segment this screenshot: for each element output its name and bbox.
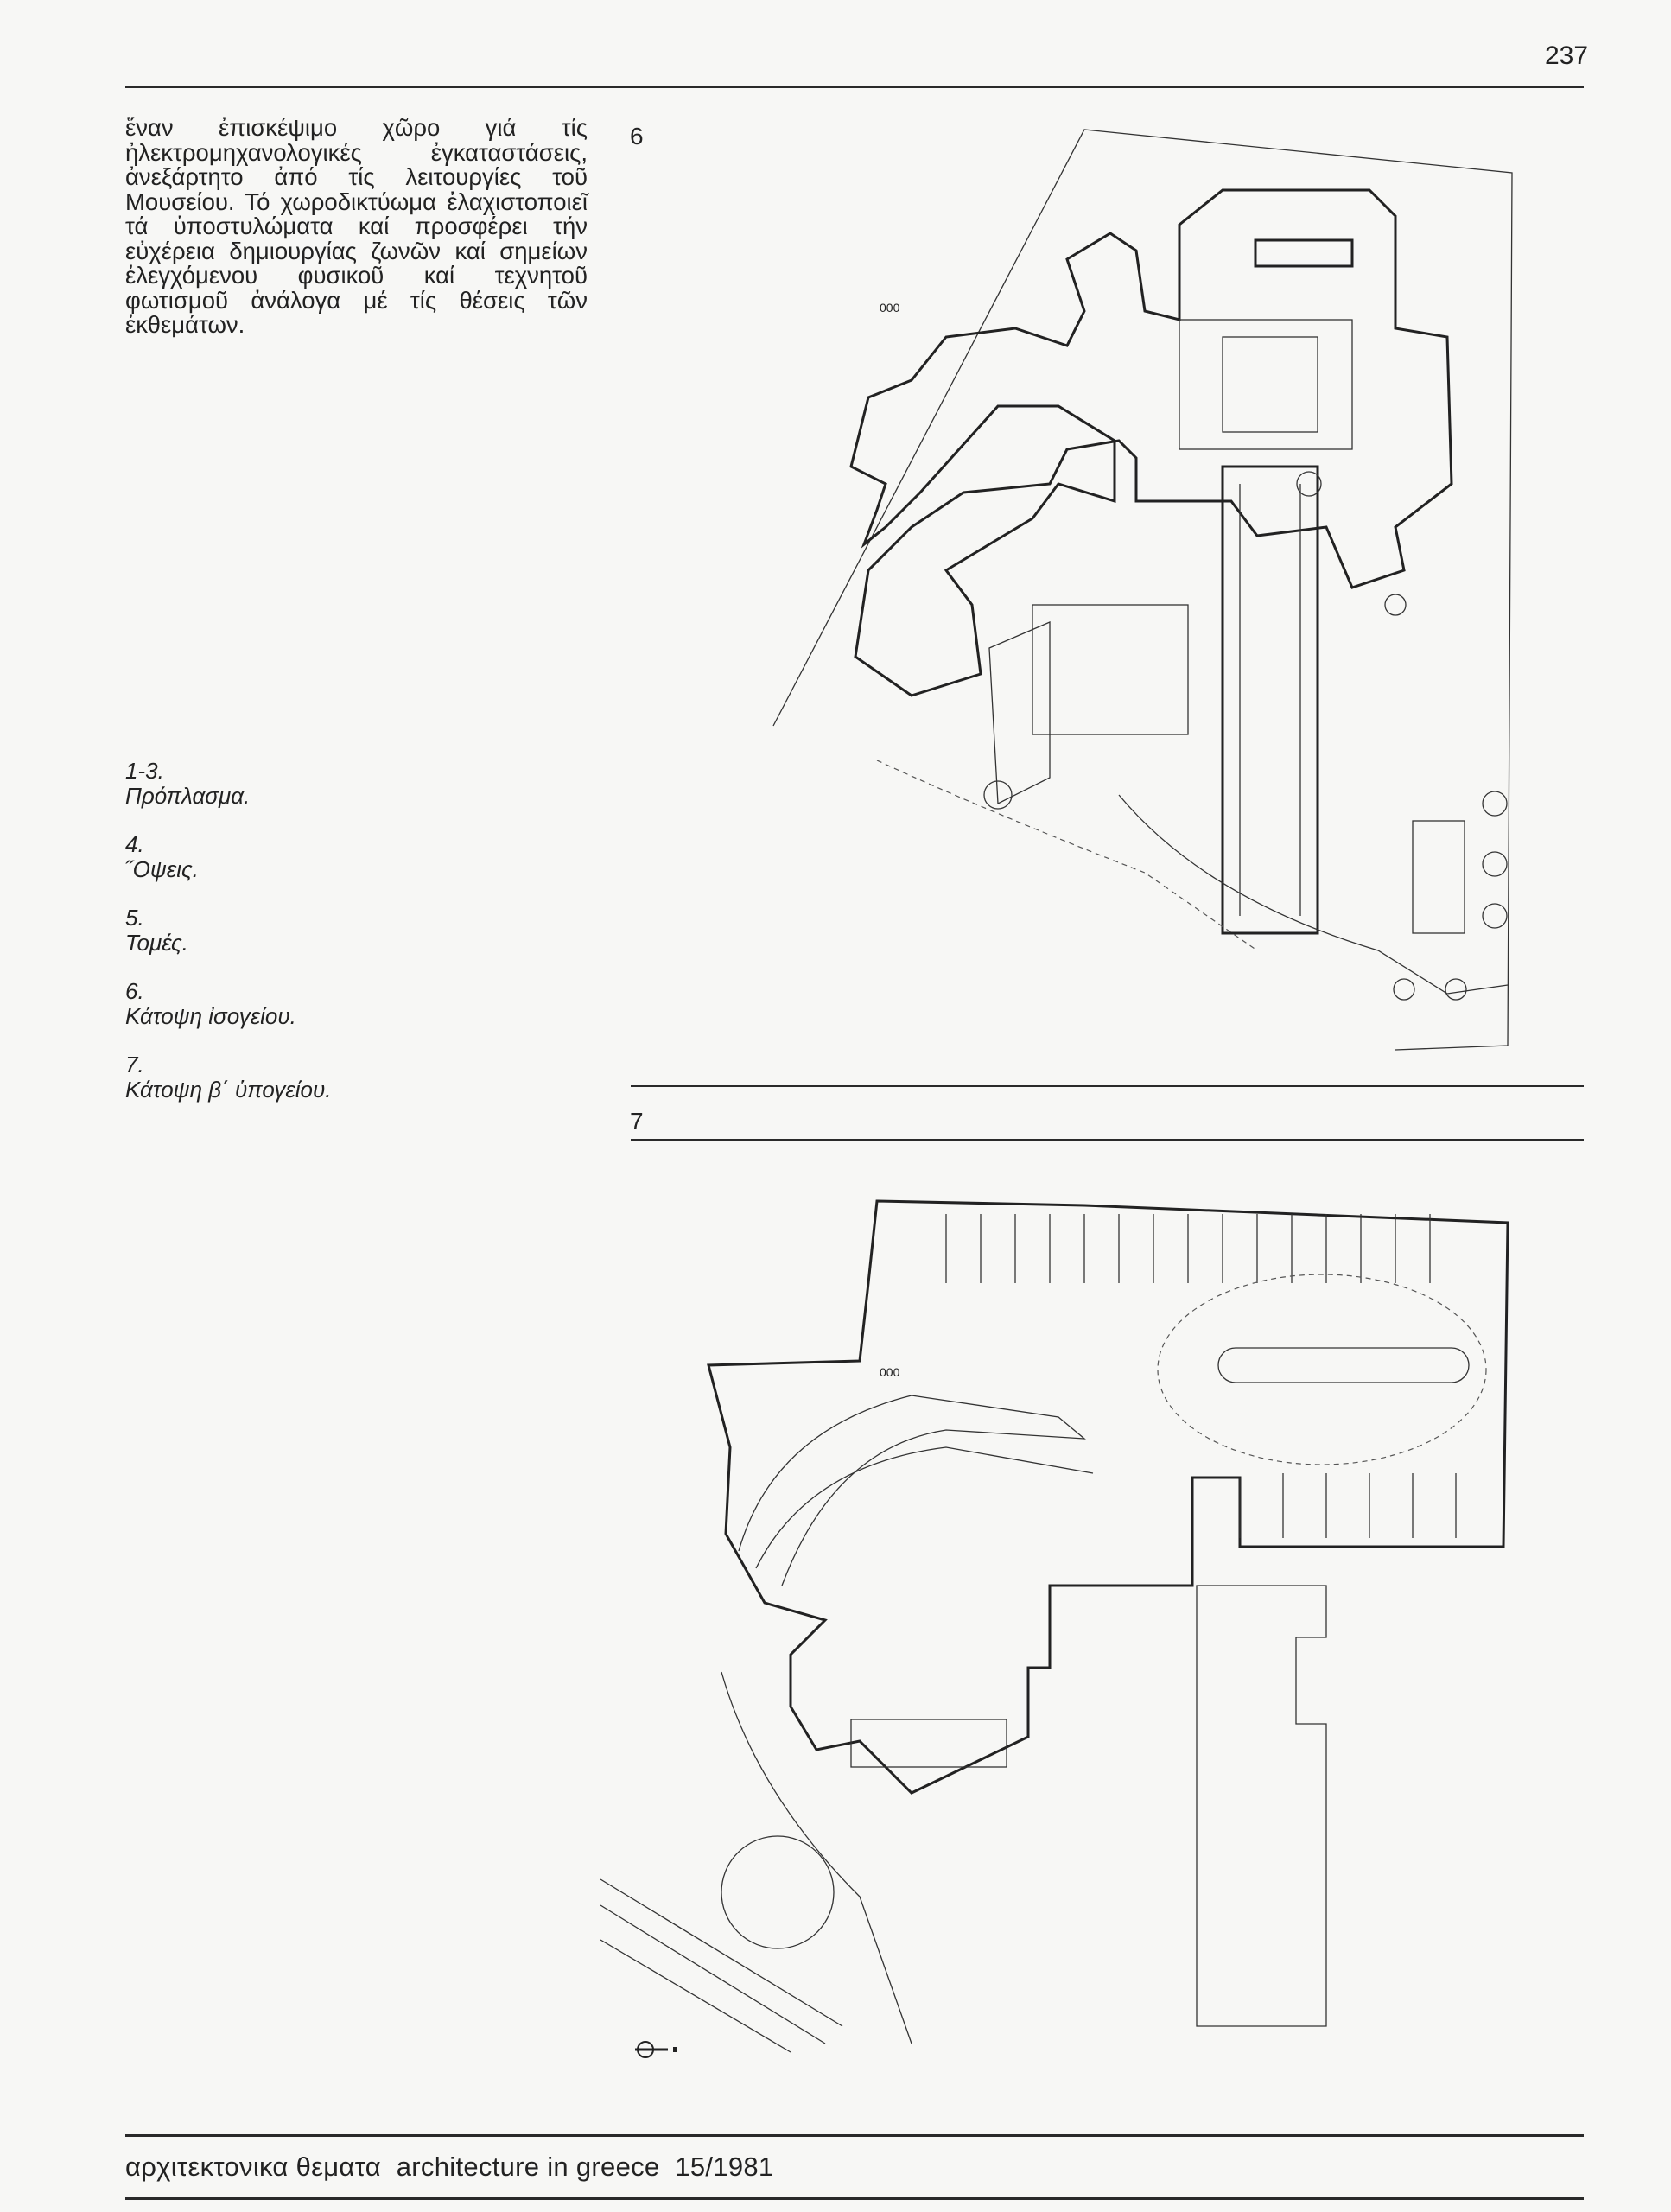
figure-number-6: 6 <box>630 123 644 149</box>
caption-4: 4.˝Οψεις. <box>125 831 199 882</box>
footer-rule-bottom <box>125 2197 1584 2200</box>
figure-number-7: 7 <box>630 1108 644 1135</box>
footer-rule-top <box>125 2134 1584 2137</box>
figure-divider-top <box>631 1085 1584 1087</box>
caption-1-3: 1-3.Πρόπλασμα. <box>125 758 251 809</box>
basement-plan-icon <box>600 1199 1509 2053</box>
caption-7: 7.Κάτοψη β΄ ὑπογείου. <box>125 1052 332 1103</box>
caption-5: 5.Τομές. <box>125 905 188 956</box>
footer-journal-title: αρχιτεκτονικα θεματα architecture in gre… <box>125 2152 774 2182</box>
top-rule <box>125 86 1584 88</box>
figure-6-scale-label: 000 <box>880 301 900 315</box>
caption-6: 6.Κάτοψη ἰσογείου. <box>125 978 296 1029</box>
figure-captions: 1-3.Πρόπλασμα. 4.˝Οψεις. 5.Τομές. 6.Κάτο… <box>125 759 332 1126</box>
figure-7-scale-label: 000 <box>880 1365 900 1379</box>
ground-floor-plan-icon <box>772 129 1513 1051</box>
body-text: ἕναν ἐπισκέψιμο χῶρο γιά τίς ἠλεκτρομηχα… <box>125 114 588 338</box>
page-number: 237 <box>1545 41 1589 70</box>
north-arrow-icon <box>635 2041 677 2058</box>
figure-divider-bottom <box>631 1139 1584 1141</box>
